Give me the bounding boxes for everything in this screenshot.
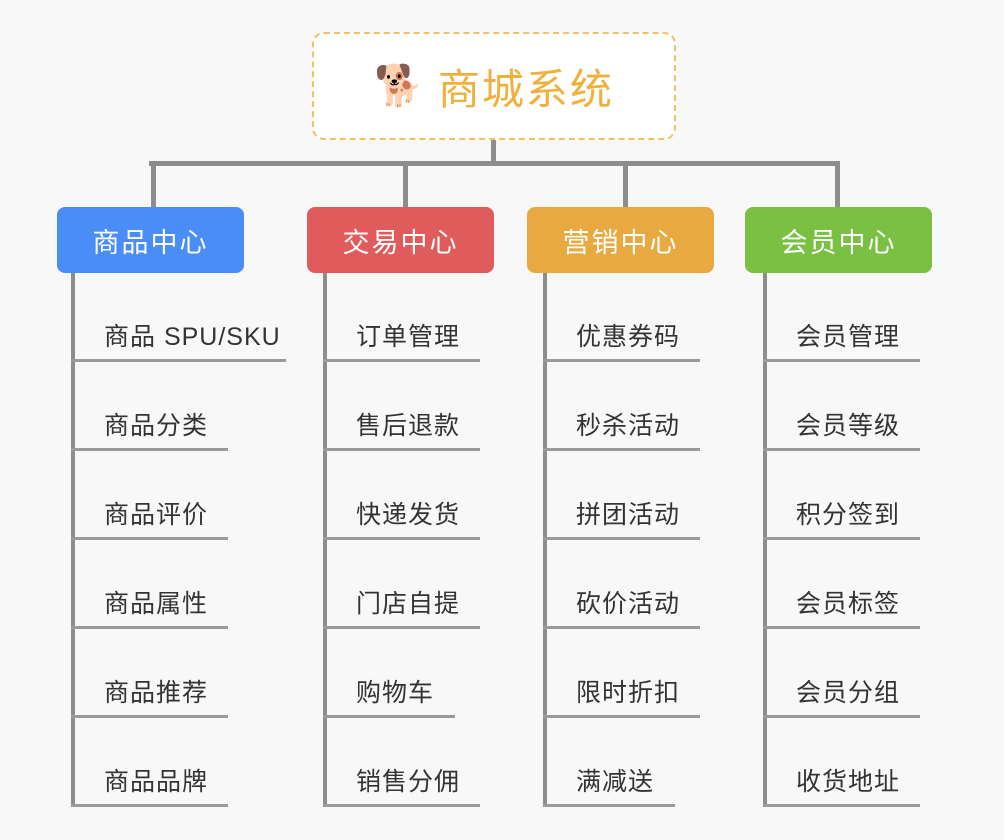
leaf-item[interactable]: 会员管理 xyxy=(763,273,920,362)
leaf-item-label: 商品品牌 xyxy=(104,768,209,796)
category-title-member-center: 会员中心 xyxy=(780,227,897,258)
leaf-item[interactable]: 拼团活动 xyxy=(543,451,700,540)
branch-drop-connector-marketing-center xyxy=(623,161,628,207)
leaf-item[interactable]: 订单管理 xyxy=(323,273,480,362)
category-title-trade-center: 交易中心 xyxy=(342,227,459,258)
category-box-product-center[interactable]: 商品中心 xyxy=(57,207,244,273)
leaf-item-label: 满减送 xyxy=(576,768,655,796)
leaf-item[interactable]: 售后退款 xyxy=(323,362,480,451)
leaf-item-label: 商品属性 xyxy=(104,590,209,618)
category-box-marketing-center[interactable]: 营销中心 xyxy=(527,207,714,273)
leaf-item-label: 订单管理 xyxy=(356,323,461,351)
leaf-item-label: 砍价活动 xyxy=(576,590,681,618)
category-box-member-center[interactable]: 会员中心 xyxy=(745,207,932,273)
branch-spine-member-center xyxy=(763,273,767,807)
branch-spine-trade-center xyxy=(323,273,327,807)
leaf-item-label: 会员等级 xyxy=(796,412,901,440)
leaf-item-label: 商品评价 xyxy=(104,501,209,529)
leaf-item[interactable]: 会员标签 xyxy=(763,540,920,629)
branch-spine-product-center xyxy=(71,273,75,807)
branch-spine-marketing-center xyxy=(543,273,547,807)
leaf-item[interactable]: 商品属性 xyxy=(71,540,228,629)
leaf-item[interactable]: 销售分佣 xyxy=(323,718,480,807)
leaf-item-label: 秒杀活动 xyxy=(576,412,681,440)
root-node-mall-system[interactable]: 🐕 商城系统 xyxy=(312,32,676,140)
leaf-item[interactable]: 购物车 xyxy=(323,629,455,718)
leaf-item-label: 优惠券码 xyxy=(576,323,681,351)
leaf-item-label: 限时折扣 xyxy=(576,679,681,707)
leaf-item-label: 会员标签 xyxy=(796,590,901,618)
leaf-item[interactable]: 商品推荐 xyxy=(71,629,228,718)
branch-drop-connector-member-center xyxy=(835,161,840,207)
category-title-marketing-center: 营销中心 xyxy=(562,227,679,258)
leaf-item-label: 快递发货 xyxy=(356,501,461,529)
leaf-item[interactable]: 满减送 xyxy=(543,718,675,807)
leaf-item-label: 商品分类 xyxy=(104,412,209,440)
leaf-item-label: 商品 SPU/SKU xyxy=(104,323,281,351)
leaf-item[interactable]: 秒杀活动 xyxy=(543,362,700,451)
leaf-item[interactable]: 商品分类 xyxy=(71,362,228,451)
leaf-item-label: 商品推荐 xyxy=(104,679,209,707)
leaf-item[interactable]: 会员分组 xyxy=(763,629,920,718)
leaf-item-label: 收货地址 xyxy=(796,768,901,796)
branch-drop-connector-trade-center xyxy=(403,161,408,207)
leaf-item-label: 会员分组 xyxy=(796,679,901,707)
leaf-item[interactable]: 收货地址 xyxy=(763,718,920,807)
leaf-item[interactable]: 会员等级 xyxy=(763,362,920,451)
root-node-title: 商城系统 xyxy=(437,65,614,113)
leaf-item[interactable]: 门店自提 xyxy=(323,540,480,629)
leaf-item[interactable]: 快递发货 xyxy=(323,451,480,540)
leaf-item-label: 购物车 xyxy=(356,679,435,707)
leaf-item-label: 积分签到 xyxy=(796,501,901,529)
category-title-product-center: 商品中心 xyxy=(92,227,209,258)
horizontal-bus-connector xyxy=(149,161,839,166)
branch-drop-connector-product-center xyxy=(151,161,156,207)
leaf-item[interactable]: 商品 SPU/SKU xyxy=(71,273,286,362)
category-box-trade-center[interactable]: 交易中心 xyxy=(307,207,494,273)
leaf-item[interactable]: 积分签到 xyxy=(763,451,920,540)
leaf-item-label: 拼团活动 xyxy=(576,501,681,529)
leaf-item[interactable]: 优惠券码 xyxy=(543,273,700,362)
leaf-item-label: 会员管理 xyxy=(796,323,901,351)
leaf-item[interactable]: 商品品牌 xyxy=(71,718,228,807)
shiba-dog-face-icon: 🐕 xyxy=(374,64,424,108)
leaf-item-label: 售后退款 xyxy=(356,412,461,440)
leaf-item-label: 门店自提 xyxy=(356,590,461,618)
leaf-item[interactable]: 砍价活动 xyxy=(543,540,700,629)
leaf-item[interactable]: 限时折扣 xyxy=(543,629,700,718)
leaf-item[interactable]: 商品评价 xyxy=(71,451,228,540)
leaf-item-label: 销售分佣 xyxy=(356,768,461,796)
root-vertical-connector xyxy=(491,140,496,163)
